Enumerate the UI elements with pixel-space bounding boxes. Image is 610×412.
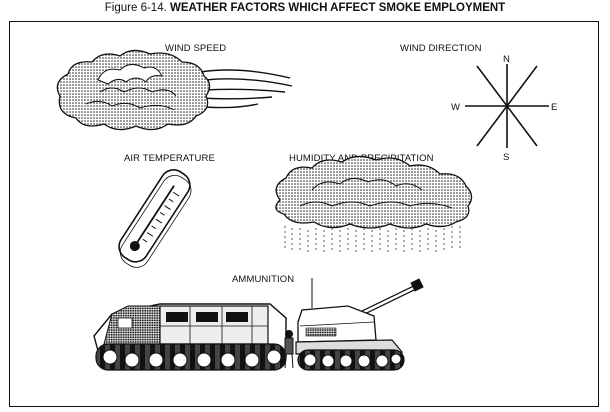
wind-direction-label: WIND DIRECTION: [400, 43, 482, 54]
ammunition-label: AMMUNITION: [232, 274, 295, 285]
soldier-figure-icon: [284, 330, 294, 369]
rain-cloud-icon: [275, 155, 473, 254]
howitzer-vehicle-icon: [295, 278, 424, 371]
thermometer-icon: [118, 169, 192, 268]
compass-north-label: N: [503, 54, 510, 65]
air-temperature-label: AIR TEMPERATURE: [124, 153, 215, 164]
figure-frame: [9, 21, 599, 407]
figure-caption: Figure 6-14. WEATHER FACTORS WHICH AFFEC…: [0, 2, 610, 14]
compass-south-label: S: [503, 152, 509, 163]
ammunition-carrier-vehicle-icon: [93, 303, 287, 371]
compass-east-label: E: [551, 102, 557, 113]
figure-number: Figure 6-14.: [104, 2, 167, 14]
figure-title: WEATHER FACTORS WHICH AFFECT SMOKE EMPLO…: [170, 2, 506, 14]
wind-speed-cloud-icon: [56, 49, 293, 131]
compass-rose-icon: [465, 64, 549, 148]
wind-speed-label: WIND SPEED: [165, 43, 227, 54]
compass-west-label: W: [451, 102, 460, 113]
